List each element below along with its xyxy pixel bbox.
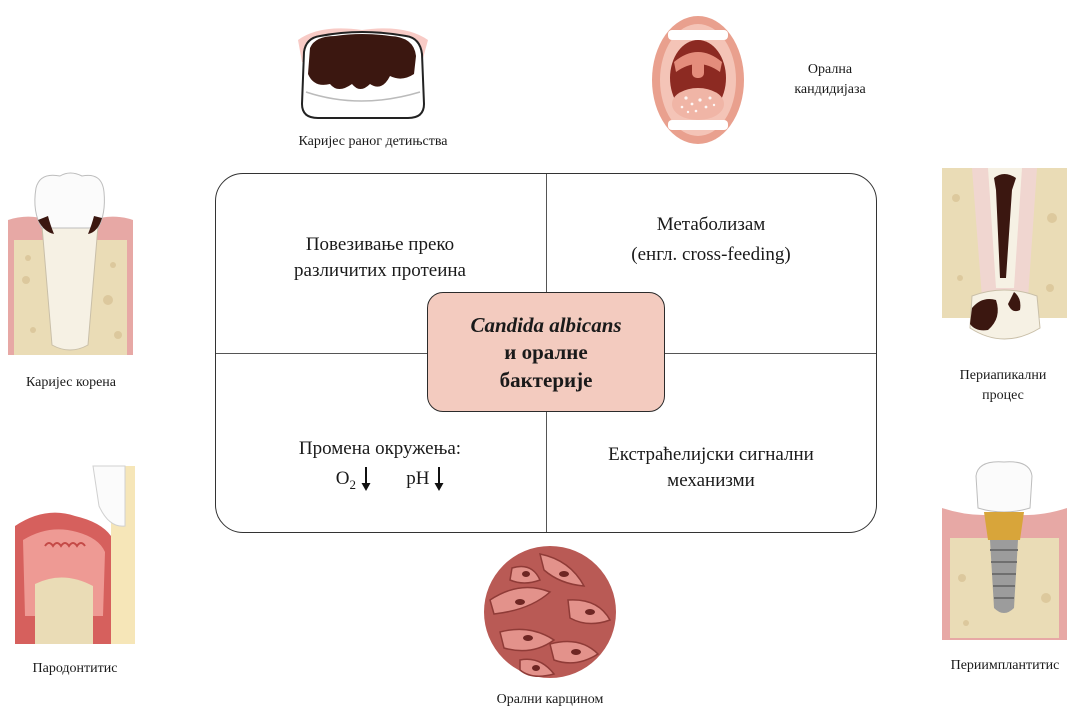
- center-box: Candida albicans и оралне бактерије: [427, 292, 665, 412]
- quadrant-top-right-text: Метаболизам (енгл. cross-feeding): [556, 212, 866, 267]
- periimplantitis-illustration: [942, 458, 1067, 640]
- label-oral-carcinoma: Орални карцином: [450, 690, 650, 710]
- down-arrow-icon: [361, 466, 371, 492]
- down-arrow-icon: [434, 466, 444, 492]
- label-periodontitis: Пародонтитис: [0, 659, 150, 679]
- root-caries-illustration: [8, 170, 133, 355]
- label-root-caries: Каријес корена: [0, 373, 142, 393]
- oral-carcinoma-illustration: [480, 540, 620, 685]
- center-line3: бактерије: [428, 367, 664, 394]
- quadrant-bottom-right-text: Екстраћелијски сигнални механизми: [556, 442, 866, 493]
- label-periapical-process: Периапикални процес: [938, 366, 1068, 407]
- label-periimplantitis: Периимплантитис: [930, 656, 1080, 676]
- label-early-childhood-caries: Каријес раног детињства: [258, 132, 488, 152]
- center-line2: и оралне: [428, 339, 664, 366]
- label-oral-candidiasis: Орална кандидијаза: [775, 60, 885, 101]
- quadrant-bottom-left-text: Промена окружења: O2 pH: [225, 436, 535, 493]
- periapical-process-illustration: [942, 168, 1067, 348]
- periodontitis-illustration: [15, 466, 135, 644]
- early-childhood-caries-illustration: [290, 22, 435, 122]
- center-title: Candida albicans: [428, 312, 664, 339]
- oral-candidiasis-illustration: [648, 12, 748, 148]
- quadrant-top-left-text: Повезивање преко различитих протеина: [225, 232, 535, 283]
